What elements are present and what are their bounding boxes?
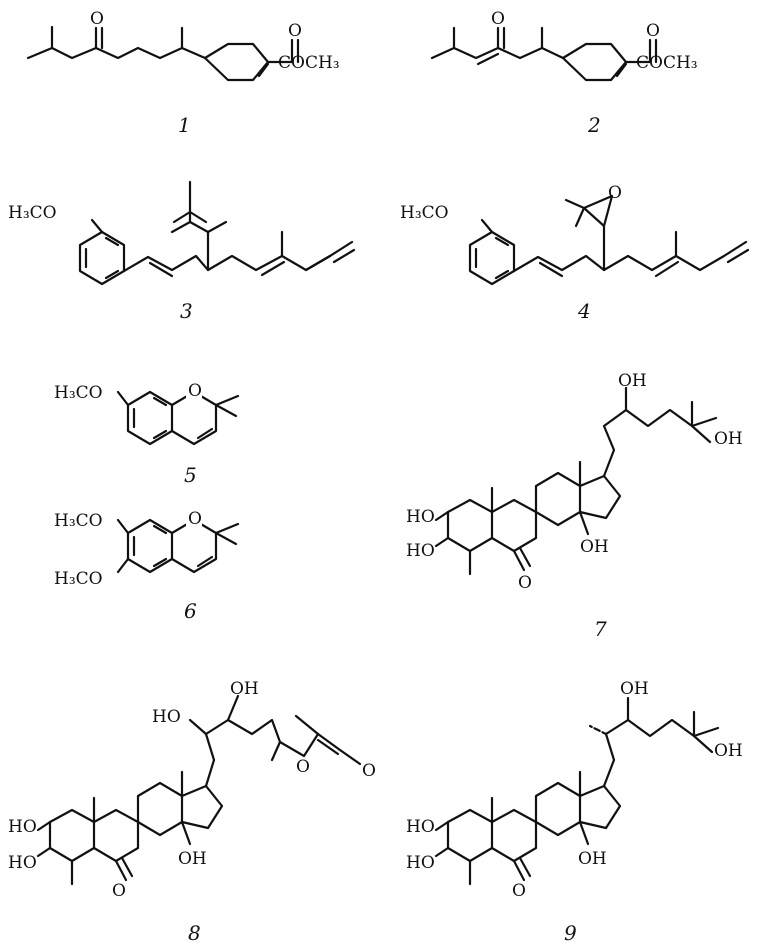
compound-1-number: 1 <box>178 113 191 137</box>
compound-5-ring-oxygen: O <box>188 381 202 401</box>
compound-5-number: 5 <box>184 463 197 487</box>
compound-5-methoxy: H₃CO <box>54 383 103 403</box>
compound-3-methoxy: H₃CO <box>8 203 57 223</box>
compound-4-methoxy: H₃CO <box>400 203 449 223</box>
compound-7-hydroxyl-25: OH <box>714 429 743 449</box>
compound-8-number: 8 <box>188 921 201 945</box>
compound-9-ketone-oxygen: O <box>512 881 526 901</box>
compound-1-structure: O O COCH₃ <box>26 9 340 82</box>
compound-4-number: 4 <box>577 299 591 323</box>
compound-8-hydroxyl-3: HO <box>8 853 37 873</box>
compound-1-ketone-oxygen: O <box>90 9 104 29</box>
compound-6-structure: H₃CO H₃CO O <box>54 509 240 589</box>
compound-9-hydroxyl-25: OH <box>714 741 743 761</box>
compound-6-ring-oxygen: O <box>188 509 202 529</box>
compound-7-hydroxyl-3: HO <box>406 541 435 561</box>
compound-7-number: 7 <box>594 617 607 641</box>
compound-9-hydroxyl-2: HO <box>406 817 435 837</box>
compound-8-hydroxyl-2: HO <box>8 817 37 837</box>
compound-6-methoxy-upper: H₃CO <box>54 511 103 531</box>
compound-5-structure: H₃CO O <box>54 381 240 446</box>
compound-6-number: 6 <box>184 599 197 623</box>
compound-8-hydroxyl-14: OH <box>178 849 207 869</box>
compound-7-ketone-oxygen: O <box>518 573 532 593</box>
compound-7-hydroxyl-2: HO <box>406 507 435 527</box>
compound-9-structure: HO HO O OH OH OH <box>406 679 743 901</box>
compound-7-structure: HO HO O OH OH OH <box>406 371 743 593</box>
compound-8-hydroxyl-20: HO <box>152 707 181 727</box>
compound-2-ester-oxygen: O <box>646 21 660 41</box>
compound-2-ester-group: COCH₃ <box>636 53 698 73</box>
compound-4-structure: H₃CO O <box>400 183 750 286</box>
compound-3-number: 3 <box>180 299 193 323</box>
compound-8-ketone-oxygen: O <box>112 881 126 901</box>
compound-2-ketone-oxygen: O <box>491 9 505 29</box>
compound-2-structure: O O COCH₃ <box>430 9 698 82</box>
compound-4-epoxide-oxygen: O <box>608 183 622 203</box>
compound-9-hydroxyl-22: OH <box>620 679 649 699</box>
compound-6-methoxy-lower: H₃CO <box>54 569 103 589</box>
compound-8-lactone-carbonyl-oxygen: O <box>362 761 376 781</box>
compound-1-ester-group: COCH₃ <box>278 53 340 73</box>
compound-8-structure: HO HO O OH HO OH O O <box>8 679 376 901</box>
compound-7-hydroxyl-22: OH <box>618 371 647 391</box>
compound-8-lactone-ring-oxygen: O <box>296 757 310 777</box>
compound-9-hydroxyl-3: HO <box>406 853 435 873</box>
compound-1-ester-oxygen: O <box>288 21 302 41</box>
compound-7-hydroxyl-14: OH <box>580 537 609 557</box>
compound-3-structure: H₃CO <box>8 180 356 286</box>
compound-9-number: 9 <box>564 921 577 945</box>
compound-9-hydroxyl-14: OH <box>578 849 607 869</box>
compound-8-hydroxyl-22: OH <box>230 679 259 699</box>
compound-2-number: 2 <box>587 113 601 137</box>
